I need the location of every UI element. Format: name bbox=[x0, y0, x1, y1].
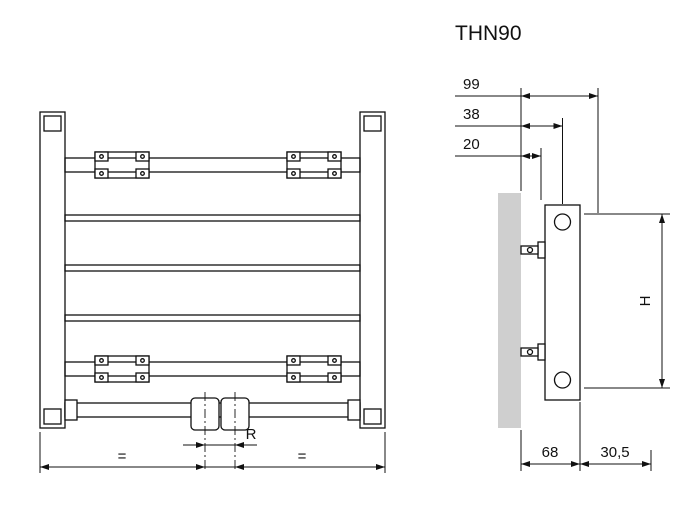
dimension-r: R bbox=[183, 426, 257, 448]
pipe-fitting-left bbox=[64, 399, 78, 421]
front-view: R = = bbox=[39, 111, 386, 473]
radiator-profile bbox=[544, 204, 581, 401]
wall-bracket-bottom bbox=[520, 343, 546, 361]
pipe-fitting-right bbox=[347, 399, 361, 421]
tube-2 bbox=[64, 214, 361, 222]
tube-5 bbox=[64, 361, 361, 377]
mounting-bracket-bottom-right bbox=[286, 355, 342, 383]
dim-99-label: 99 bbox=[463, 76, 480, 93]
dim-equal-right-label: = bbox=[298, 448, 307, 465]
bottom-tube-section bbox=[553, 371, 572, 389]
mounting-bracket-top-right bbox=[286, 151, 342, 179]
mounting-bracket-bottom-left bbox=[94, 355, 150, 383]
dimension-equal: = = bbox=[39, 432, 386, 473]
right-column bbox=[359, 111, 386, 429]
wall-bracket-top bbox=[520, 241, 546, 259]
tube-1 bbox=[64, 157, 361, 173]
left-column-top-cap bbox=[43, 115, 62, 132]
dim-r-label: R bbox=[246, 426, 257, 443]
dimension-68-and-30-5: 68 30,5 bbox=[520, 402, 652, 471]
dim-20-label: 20 bbox=[463, 136, 480, 153]
left-column bbox=[39, 111, 66, 429]
right-column-top-cap bbox=[363, 115, 382, 132]
top-tube-section bbox=[553, 213, 572, 231]
side-view: THN90 99 bbox=[455, 22, 670, 471]
tube-4 bbox=[64, 314, 361, 322]
wall bbox=[498, 193, 521, 428]
dimension-38: 38 bbox=[455, 106, 563, 204]
dim-30-5-label: 30,5 bbox=[600, 444, 629, 461]
dimension-h: H bbox=[584, 213, 670, 389]
dimension-20: 20 bbox=[455, 136, 542, 200]
dim-equal-left-label: = bbox=[118, 448, 127, 465]
dim-68-label: 68 bbox=[542, 444, 559, 461]
dim-h-label: H bbox=[637, 296, 654, 307]
tube-3 bbox=[64, 264, 361, 272]
right-column-bottom-cap bbox=[363, 408, 382, 425]
drawing-title: THN90 bbox=[455, 22, 522, 45]
left-column-bottom-cap bbox=[43, 408, 62, 425]
dim-38-label: 38 bbox=[463, 106, 480, 123]
dimension-99: 99 bbox=[455, 76, 599, 213]
mounting-bracket-top-left bbox=[94, 151, 150, 179]
